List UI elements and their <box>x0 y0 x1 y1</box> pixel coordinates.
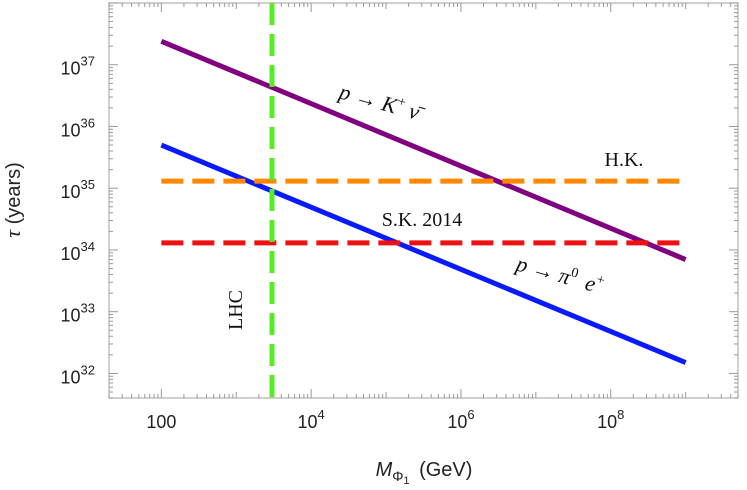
annotation-hk: H.K. <box>605 149 644 171</box>
tick-marks <box>108 2 739 399</box>
annotation-pi-e-zero: 0 <box>569 265 580 281</box>
x-tick-label-exp: 6 <box>467 407 474 422</box>
series-group <box>160 3 687 398</box>
y-tick-label-base: 10 <box>61 182 81 202</box>
y-tick-label-base: 10 <box>61 367 81 387</box>
x-tick-label-base: 10 <box>447 412 467 432</box>
x-tick-label: 106 <box>447 407 474 432</box>
y-tick-label-exp: 37 <box>81 54 95 69</box>
x-axis-label-subsub: 1 <box>403 475 409 487</box>
y-tick-label-exp: 34 <box>81 239 95 254</box>
annotation-pi-e-plus: + <box>595 272 607 289</box>
y-tick-label-base: 10 <box>61 244 81 264</box>
y-tick-label: 1037 <box>61 54 96 79</box>
y-tick-label-base: 10 <box>61 59 81 79</box>
x-tick-label-base: 10 <box>298 412 318 432</box>
annotation-k-nu-plus: + <box>396 94 408 111</box>
series-line-pi-e <box>160 142 687 365</box>
x-tick-label-exp: 4 <box>318 407 325 422</box>
y-tick-label-base: 10 <box>61 306 81 326</box>
annotation-k-nu-p: p <box>335 78 354 106</box>
y-tick-label: 1032 <box>61 362 96 387</box>
y-tick-label-exp: 33 <box>81 301 95 316</box>
y-tick-label-exp: 32 <box>81 362 95 377</box>
annotation-pi-e-p: p <box>512 250 531 278</box>
annotation-pi-e-arrow: → <box>530 255 558 285</box>
y-axis-label-symbol: τ <box>0 229 25 238</box>
annotation-pi-e: p → π0 e+ <box>512 242 609 299</box>
y-tick-label: 1034 <box>61 239 96 264</box>
x-axis-label-unit: (GeV) <box>419 459 472 481</box>
x-axis-label-symbol: M <box>376 459 393 481</box>
y-tick-label: 1036 <box>61 115 96 140</box>
y-tick-label-exp: 36 <box>81 115 95 130</box>
annotation-lhc: LHC <box>225 290 247 330</box>
x-tick-label: 100 <box>146 412 176 432</box>
y-tick-label: 1035 <box>61 177 96 202</box>
annotation-k-nu-nubar: ν̄ <box>406 98 428 126</box>
x-tick-label-base: 10 <box>597 412 617 432</box>
annotation-k-nu-arrow: → <box>353 83 381 113</box>
x-axis-label: MΦ1 (GeV) <box>376 459 473 489</box>
y-tick-label-base: 10 <box>61 120 81 140</box>
series-line-k-nu <box>160 38 687 262</box>
y-tick-label: 1033 <box>61 301 96 326</box>
plot-frame <box>108 2 739 399</box>
x-tick-label: 108 <box>597 407 624 432</box>
annotation-sk: S.K. 2014 <box>382 209 463 231</box>
x-tick-label: 104 <box>298 407 325 432</box>
x-axis-label-sub: Φ <box>392 468 403 484</box>
x-tick-label-exp: 8 <box>617 407 624 422</box>
y-axis-label-unit: (years) <box>3 162 25 224</box>
y-axis-label: τ (years) <box>0 162 25 238</box>
y-tick-label-exp: 35 <box>81 177 95 192</box>
